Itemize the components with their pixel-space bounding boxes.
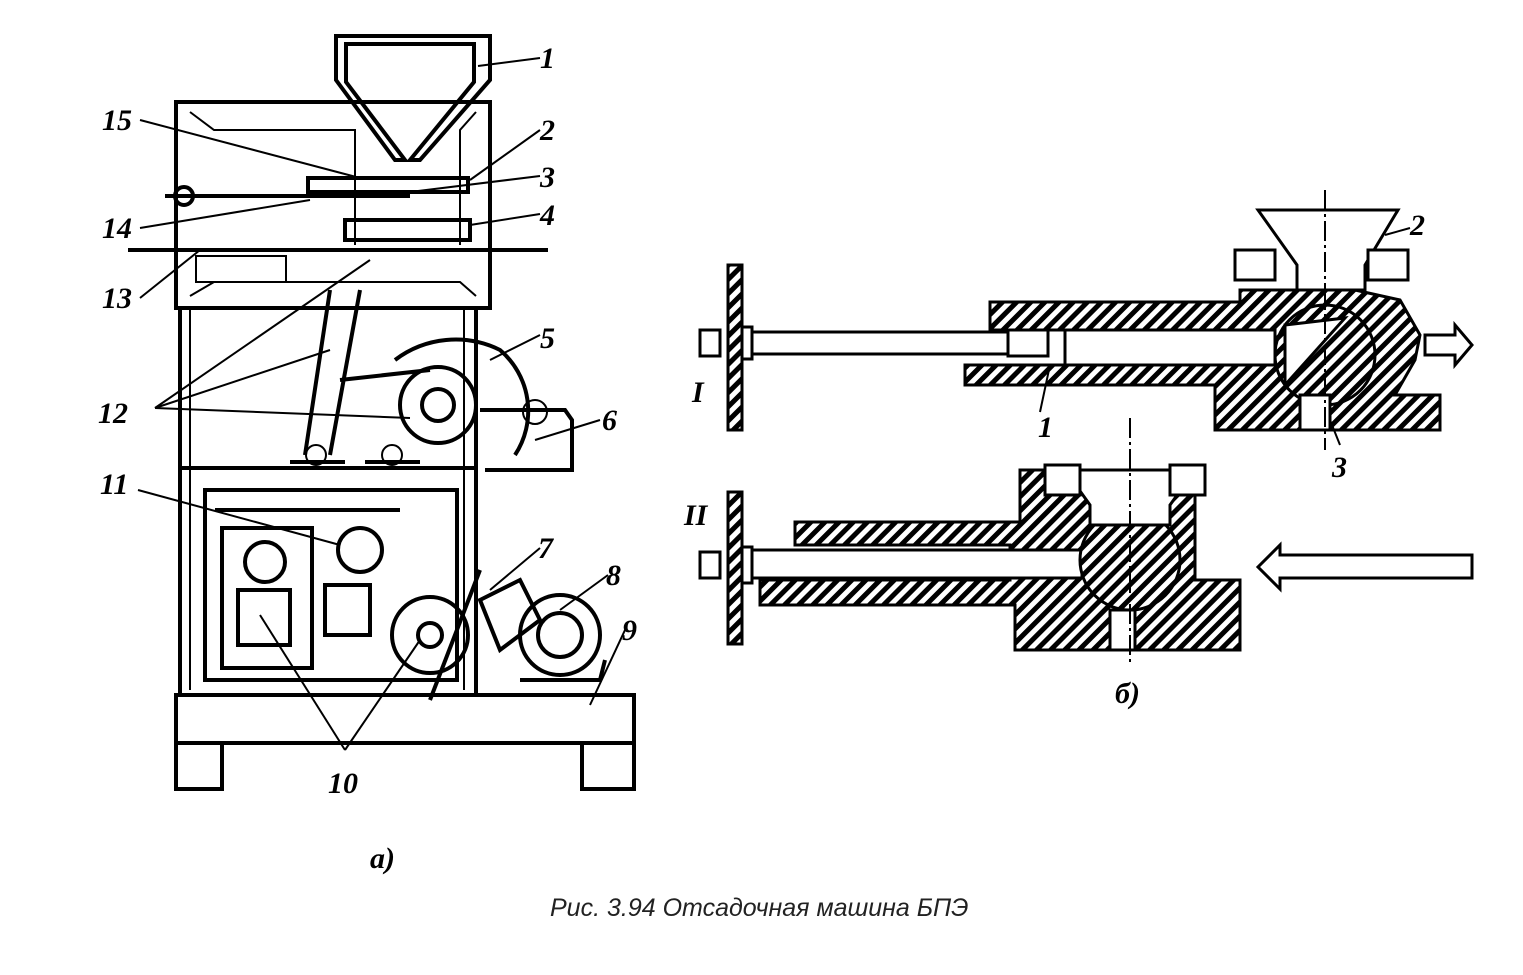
position-label-2: II [683, 499, 709, 532]
callout-a-6: 6 [602, 404, 617, 437]
position-label-1: I [691, 376, 705, 409]
hopper [334, 34, 492, 162]
callout-a-8: 8 [606, 559, 621, 592]
callout-a-5: 5 [540, 322, 555, 355]
upper-housing [174, 100, 492, 310]
callout-a-10: 10 [328, 767, 358, 800]
callout-a-4: 4 [539, 199, 555, 232]
callout-a-14: 14 [102, 212, 132, 245]
callout-a-3: 3 [539, 161, 555, 194]
machine-base [174, 693, 636, 745]
callout-a-11: 11 [100, 468, 128, 501]
valve-section-position-1: I 1 2 3 [691, 190, 1474, 484]
callout-b-1: 1 [1038, 411, 1053, 444]
panel-a-label: а) [370, 842, 395, 875]
callout-a-2: 2 [539, 114, 555, 147]
panel-b-label: б) [1115, 677, 1140, 710]
callout-a-9: 9 [622, 614, 637, 647]
callout-a-13: 13 [102, 282, 132, 315]
callout-a-12: 12 [98, 397, 128, 430]
valve-section-position-2: II б) [683, 418, 1474, 710]
callout-a-7: 7 [538, 532, 554, 565]
callout-a-15: 15 [102, 104, 132, 137]
callout-b-3: 3 [1331, 451, 1347, 484]
machine-side-view: 1 2 3 4 5 6 7 8 9 10 11 12 13 14 15 а) [98, 34, 637, 875]
figure-caption: Рис. 3.94 Отсадочная машина БПЭ [550, 894, 969, 922]
callout-b-2: 2 [1409, 209, 1425, 242]
callout-a-1: 1 [540, 42, 555, 75]
